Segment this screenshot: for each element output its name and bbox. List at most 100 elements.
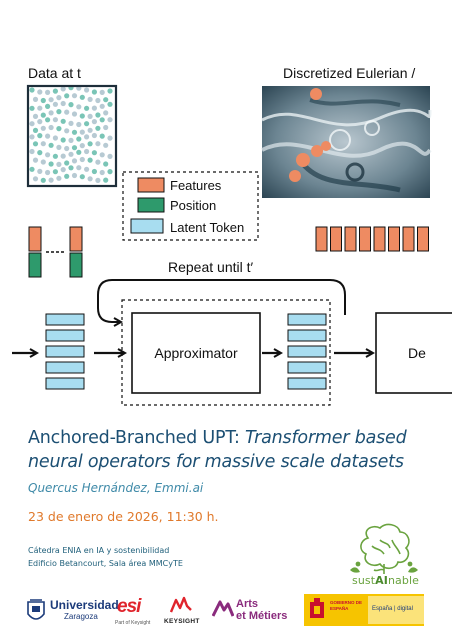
feature-token — [402, 226, 415, 252]
point-cloud-dot — [87, 96, 93, 102]
decoder-box — [375, 312, 452, 394]
point-cloud-dot — [52, 88, 59, 94]
sponsor-logos: Universidad Zaragoza esi Part of Keysigh… — [0, 590, 452, 640]
latent-token — [45, 345, 85, 358]
point-cloud-dot — [56, 175, 62, 181]
point-cloud-dot — [87, 113, 93, 119]
point-cloud-dot — [37, 150, 43, 156]
point-cloud-dot — [40, 125, 46, 131]
point-cloud-dot — [52, 169, 59, 175]
arts-wordmark-2: et Métiers — [236, 610, 288, 622]
point-cloud-dot — [60, 167, 66, 173]
legend-latent-swatch — [130, 218, 164, 234]
point-cloud-dot — [56, 161, 62, 167]
legend-latent-label: Latent Token — [170, 220, 244, 235]
point-cloud-dot — [79, 143, 85, 149]
point-cloud-dot — [32, 141, 39, 147]
point-cloud-dot — [68, 137, 74, 143]
point-cloud-dot — [71, 111, 78, 117]
point-cloud-dot — [48, 110, 54, 116]
point-cloud-dot — [29, 121, 35, 127]
point-cloud-dot — [45, 89, 51, 95]
point-cloud-dot — [52, 135, 59, 141]
latent-token — [45, 361, 85, 374]
authors: Quercus Hernández, Emmi.ai — [28, 481, 204, 495]
venue-line-1: Cátedra ENIA en IA y sostenibilidad — [28, 546, 170, 555]
point-cloud-dot — [71, 145, 78, 151]
point-cloud-dot — [107, 117, 113, 123]
feature-token — [359, 226, 371, 252]
point-cloud-dot — [29, 148, 35, 155]
espana-digital-text: España | digital — [372, 606, 413, 612]
point-cloud-dot — [29, 105, 35, 111]
point-cloud-dot — [103, 177, 109, 183]
point-cloud-dot — [60, 100, 66, 107]
unizar-subtitle: Zaragoza — [64, 612, 98, 621]
feature-token — [388, 226, 400, 252]
point-cloud-dot — [91, 168, 97, 175]
esi-subtitle: Part of Keysight — [115, 620, 151, 626]
unizar-wordmark: Universidad — [50, 598, 119, 612]
point-cloud-dot — [64, 173, 70, 179]
point-cloud-dot — [79, 129, 85, 135]
point-cloud-dot — [48, 142, 54, 148]
latent-stack-left — [45, 313, 85, 390]
point-cloud-dot — [40, 159, 46, 165]
point-cloud-dot — [99, 169, 105, 176]
latent-token — [45, 377, 85, 390]
point-cloud-dot — [95, 141, 101, 147]
latent-token — [287, 377, 327, 390]
point-cloud-panel — [26, 84, 118, 188]
point-cloud-dot — [91, 132, 97, 139]
point-cloud-dot — [37, 168, 43, 174]
point-cloud-dot — [99, 117, 105, 123]
point-cloud-dot — [91, 89, 97, 95]
point-cloud-dot — [60, 86, 66, 92]
point-cloud-dot — [79, 113, 85, 119]
point-cloud-dot — [32, 127, 39, 133]
discretized-eulerian-label: Discretized Eulerian / — [283, 65, 415, 81]
latent-stack-right — [287, 313, 327, 390]
legend: Features Position Latent Token — [122, 171, 259, 241]
point-cloud-dot — [91, 119, 97, 125]
latent-token — [45, 329, 85, 342]
point-cloud-dot — [87, 141, 93, 147]
point-cloud-dot — [103, 124, 109, 131]
point-cloud-dot — [84, 134, 90, 140]
point-cloud-dot — [29, 134, 35, 140]
data-at-t-label: Data at t — [28, 65, 81, 81]
point-cloud-dot — [56, 144, 62, 150]
arts-et-metiers-icon — [212, 600, 234, 617]
point-cloud-dot — [60, 137, 66, 143]
point-cloud-dot — [68, 120, 74, 126]
latent-token — [287, 329, 327, 342]
point-cloud-dot — [76, 149, 82, 155]
approximator-label: Approximator — [154, 345, 238, 361]
arts-wordmark-1: Arts — [236, 598, 259, 610]
point-cloud-dot — [48, 97, 54, 103]
point-cloud-dot — [37, 133, 43, 139]
point-cloud-dot — [68, 151, 74, 157]
tree-icon — [350, 523, 418, 574]
point-cloud-dot — [64, 93, 70, 99]
point-cloud-dot — [95, 177, 101, 183]
point-cloud-dot — [107, 153, 113, 159]
point-cloud-dot — [99, 133, 105, 139]
feature-token — [330, 226, 342, 252]
feature-token — [417, 226, 429, 252]
point-cloud-dot — [52, 117, 59, 123]
espana-digital-box — [368, 596, 424, 624]
point-cloud-dot — [32, 96, 39, 102]
input-tokens — [28, 226, 83, 278]
legend-features-swatch — [137, 177, 165, 193]
venue-info: Cátedra ENIA en IA y sostenibilidad Edif… — [28, 545, 183, 570]
point-cloud-dot — [32, 176, 39, 182]
point-cloud-dot — [87, 157, 93, 163]
point-cloud-dot — [56, 95, 62, 101]
point-cloud-dot — [64, 145, 70, 152]
point-cloud-dot — [84, 166, 90, 172]
point-cloud-dot — [95, 159, 101, 165]
point-cloud-dot — [84, 87, 90, 93]
point-cloud-dot — [60, 118, 66, 124]
